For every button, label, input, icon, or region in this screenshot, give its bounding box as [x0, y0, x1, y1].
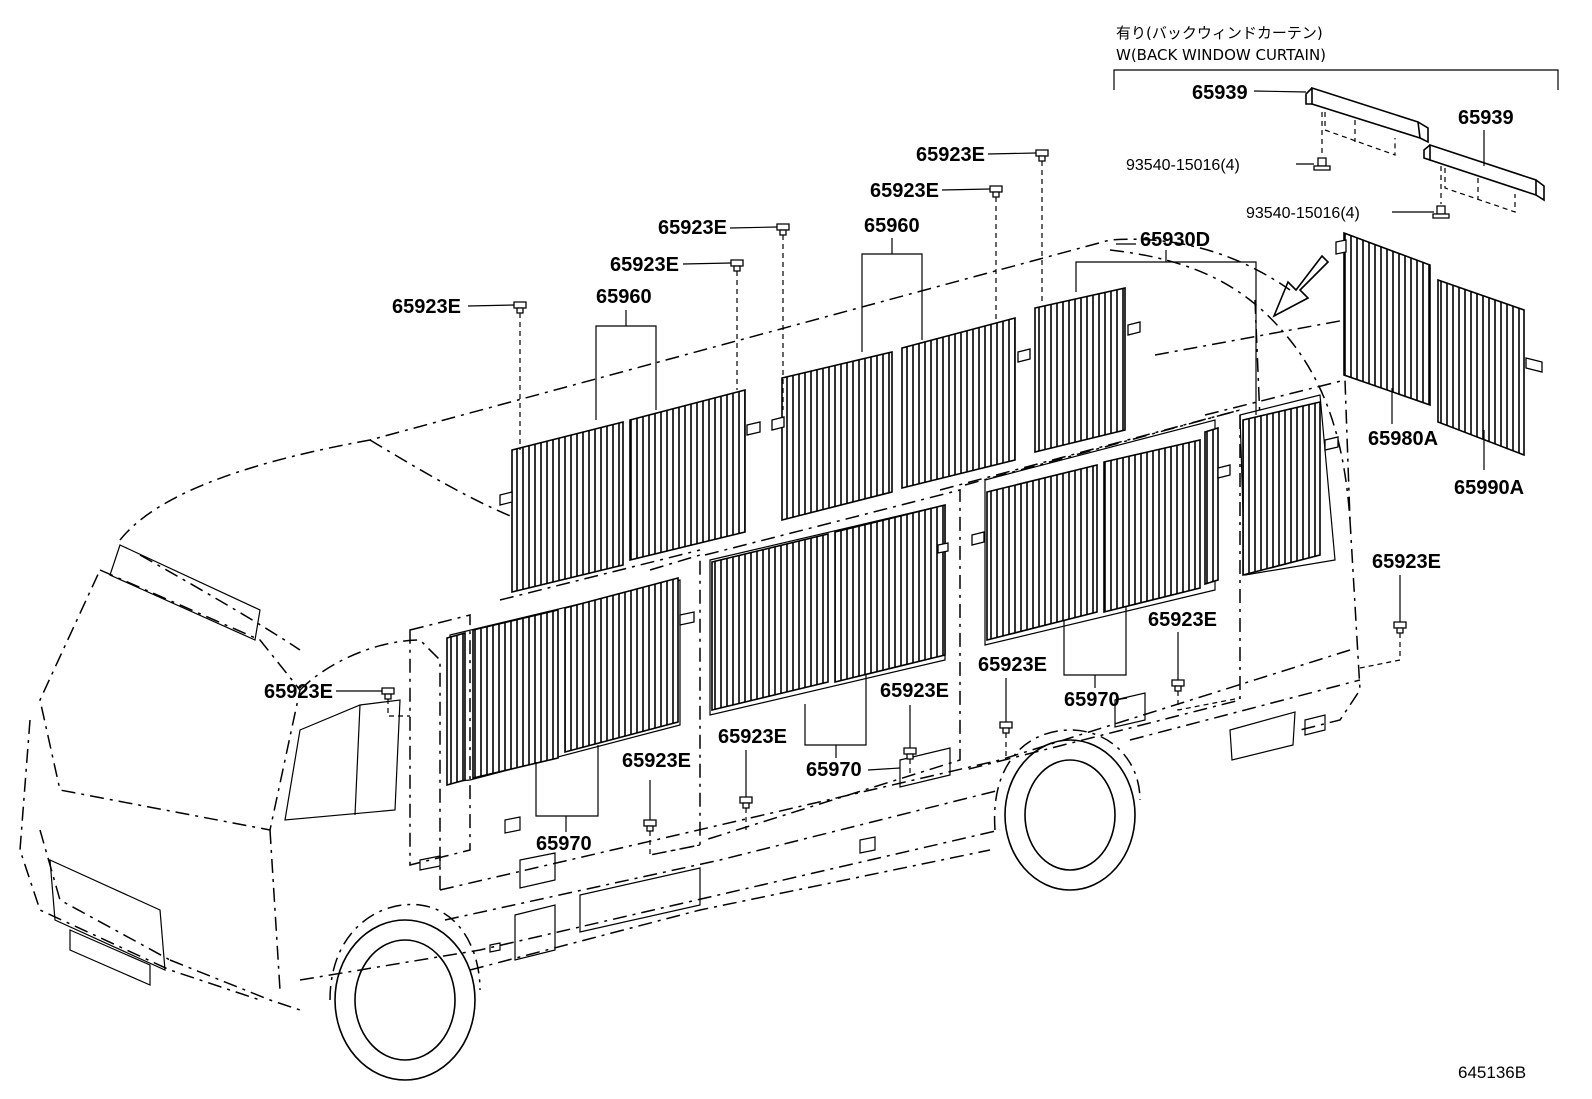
part-label-65923e: 65923E	[610, 254, 679, 276]
part-label-65930d: 65930D	[1140, 229, 1210, 251]
screw-icon	[1313, 157, 1331, 171]
curtain-panel	[446, 631, 466, 787]
clip-icon	[1171, 679, 1185, 692]
curtain-panel	[511, 420, 624, 594]
part-label-65923e: 65923E	[870, 180, 939, 202]
lower-curtains	[446, 400, 1321, 787]
part-label-65939: 65939	[1192, 82, 1248, 104]
clip-icon	[999, 721, 1013, 734]
part-label-65923e: 65923E	[658, 217, 727, 239]
back-window-bracket	[1113, 69, 1559, 90]
clip-icon	[1035, 149, 1049, 162]
curtain-panel	[1204, 426, 1219, 586]
part-label-65923e: 65923E	[718, 726, 787, 748]
curtain-panel	[1034, 287, 1126, 454]
clip-icon	[730, 259, 744, 272]
screw-icon	[1432, 205, 1450, 219]
curtain-panel	[781, 350, 893, 522]
clip-icon	[1393, 621, 1407, 634]
curtain-panel	[564, 576, 679, 754]
rear-wheel	[993, 729, 1141, 891]
clip-icon	[381, 687, 395, 700]
clips	[381, 149, 1407, 832]
part-label-65970: 65970	[806, 759, 862, 781]
part-label-65970: 65970	[536, 833, 592, 855]
curtain-rails	[1305, 86, 1545, 219]
part-label-93540: 93540-15016(4)	[1246, 205, 1360, 222]
curtain-panel	[472, 608, 559, 780]
part-label-65960: 65960	[864, 215, 920, 237]
part-label-65990a: 65990A	[1454, 477, 1524, 499]
part-label-65970: 65970	[1064, 689, 1120, 711]
part-label-65960: 65960	[596, 286, 652, 308]
curtain-panel	[986, 463, 1098, 642]
part-label-65923e: 65923E	[880, 680, 949, 702]
back-window-curtain	[1335, 231, 1543, 457]
upper-curtains	[511, 287, 1126, 594]
curtain-panel	[901, 316, 1016, 490]
part-label-65923e: 65923E	[622, 750, 691, 772]
curtain-panel	[711, 532, 829, 712]
curtain-panel	[1242, 400, 1321, 577]
part-label-65980a: 65980A	[1368, 428, 1438, 450]
curtain-panel	[1103, 438, 1201, 614]
curtain-panel-65990a	[1437, 278, 1525, 457]
part-label-65923e: 65923E	[264, 681, 333, 703]
direction-arrow-icon	[1272, 254, 1330, 318]
header-line-1: 有り(バックウィンドカーテン)	[1116, 24, 1323, 42]
clip-icon	[739, 796, 753, 809]
curtain-panel-65980a	[1343, 231, 1431, 407]
front-wheel	[329, 903, 481, 1081]
part-label-65923e: 65923E	[392, 296, 461, 318]
clip-icon	[989, 185, 1003, 198]
clip-icon	[776, 223, 790, 236]
part-label-65923e: 65923E	[916, 144, 985, 166]
part-label-65923e: 65923E	[978, 654, 1047, 676]
bus-outline	[19, 238, 1361, 1081]
clip-icon	[643, 819, 657, 832]
part-label-93540: 93540-15016(4)	[1126, 157, 1240, 174]
header-line-2: W(BACK WINDOW CURTAIN)	[1116, 46, 1326, 64]
clip-icon	[903, 747, 917, 760]
diagram-reference-number: 645136B	[1458, 1063, 1526, 1082]
leader-lines	[336, 90, 1485, 856]
part-label-65923e: 65923E	[1372, 551, 1441, 573]
part-label-65939: 65939	[1458, 107, 1514, 129]
curtain-panel	[834, 503, 946, 684]
clip-icon	[513, 301, 527, 314]
part-label-65923e: 65923E	[1148, 609, 1217, 631]
curtain-panel	[629, 388, 746, 562]
